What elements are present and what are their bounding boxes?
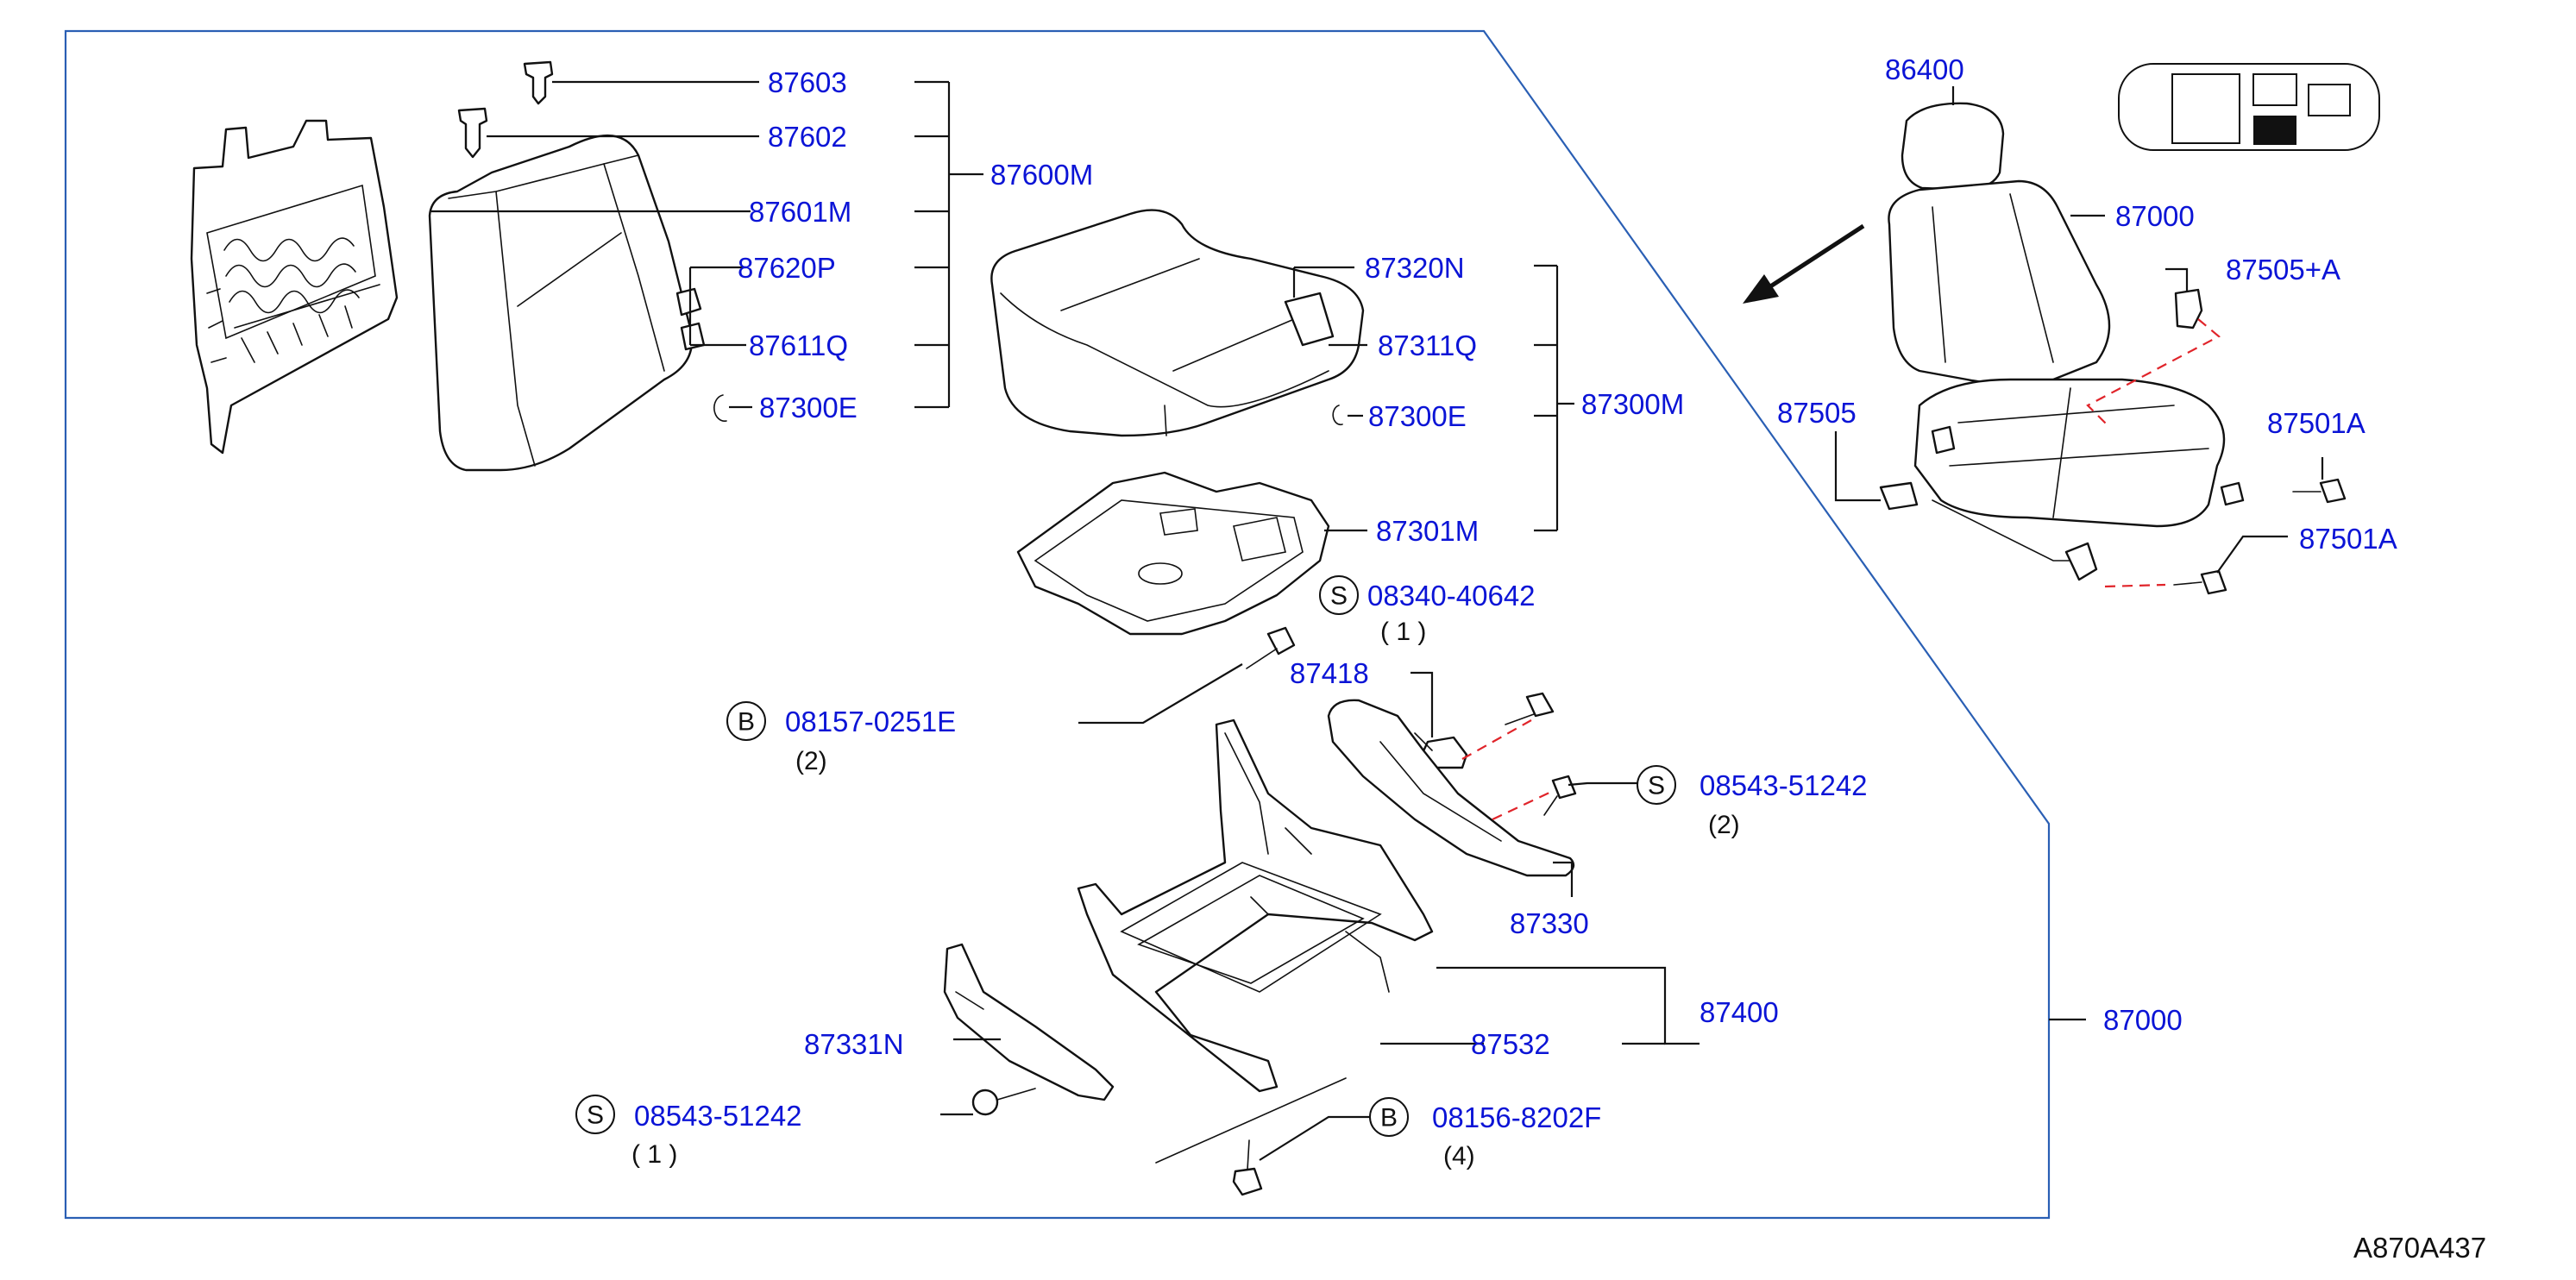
bolt-87501A-b-illustration xyxy=(2173,569,2227,595)
qty-08543-51242-b: ( 1 ) xyxy=(631,1140,677,1169)
cushion-frame-pan-illustration xyxy=(1016,471,1330,636)
label-87330[interactable]: 87330 xyxy=(1510,907,1589,939)
bolt-08156-illustration xyxy=(1232,1139,1263,1196)
symbol-s-08543-b: S xyxy=(575,1095,615,1134)
cover-87505A-illustration xyxy=(2174,288,2203,329)
label-87601M[interactable]: 87601M xyxy=(749,196,851,228)
svg-text:S: S xyxy=(1330,582,1348,611)
seat-back-frame-illustration xyxy=(190,119,399,455)
label-87301M[interactable]: 87301M xyxy=(1376,515,1479,547)
cover-87505-illustration xyxy=(1879,481,1919,511)
label-08157-0251E[interactable]: 08157-0251E xyxy=(785,706,956,737)
qty-08157-0251E: (2) xyxy=(795,747,827,775)
hog-ring-87300E-a-illustration xyxy=(713,394,727,422)
screw-08543-a-illustration xyxy=(1543,775,1577,816)
qty-08156-8202F: (4) xyxy=(1443,1142,1475,1170)
bolt-87501A-a-illustration xyxy=(2292,478,2347,504)
svg-text:S: S xyxy=(1648,772,1665,800)
label-87320N[interactable]: 87320N xyxy=(1365,252,1465,284)
diagram-id: A870A437 xyxy=(2353,1232,2486,1264)
screw-08543-b-illustration xyxy=(971,1088,1036,1116)
wire-87532-illustration xyxy=(1155,1077,1347,1164)
svg-text:S: S xyxy=(587,1101,604,1130)
leader-lines xyxy=(431,80,2324,1161)
symbol-s-08543-a: S xyxy=(1637,765,1676,805)
label-87300E-b[interactable]: 87300E xyxy=(1368,400,1467,432)
seat-adjuster-87400-illustration xyxy=(1077,718,1434,1093)
label-08156-8202F[interactable]: 08156-8202F xyxy=(1432,1101,1601,1133)
bolt-08157-illustration xyxy=(1246,626,1296,669)
symbol-b-08157: B xyxy=(726,701,766,741)
vehicle-location-diagram xyxy=(2118,63,2380,151)
label-87331N[interactable]: 87331N xyxy=(804,1028,904,1060)
qty-08340-40642: ( 1 ) xyxy=(1380,618,1426,646)
clip-87602-illustration xyxy=(457,107,488,159)
label-87501A-a[interactable]: 87501A xyxy=(2267,407,2366,439)
label-87620P[interactable]: 87620P xyxy=(738,252,836,284)
complete-seat-illustration xyxy=(1888,102,2245,581)
clip-87603-illustration xyxy=(523,60,554,105)
assembly-frame xyxy=(64,29,2051,1220)
inner-finisher-87331N-illustration xyxy=(943,943,1115,1101)
label-87532[interactable]: 87532 xyxy=(1471,1028,1550,1060)
symbol-s-08340: S xyxy=(1319,575,1359,615)
label-87311Q[interactable]: 87311Q xyxy=(1378,329,1477,361)
label-86400[interactable]: 86400 xyxy=(1885,53,1964,85)
outer-finisher-87330-illustration xyxy=(1327,699,1575,877)
hog-ring-87300E-b-illustration xyxy=(1332,405,1343,426)
label-87300M[interactable]: 87300M xyxy=(1581,388,1684,420)
label-87600M[interactable]: 87600M xyxy=(990,159,1093,191)
svg-text:B: B xyxy=(1380,1104,1398,1133)
label-87505A[interactable]: 87505+A xyxy=(2226,254,2340,285)
qty-08543-51242-a: (2) xyxy=(1708,811,1740,839)
label-87000-assembly[interactable]: 87000 xyxy=(2103,1004,2183,1036)
label-08543-51242-b[interactable]: 08543-51242 xyxy=(634,1100,802,1132)
label-87501A-b[interactable]: 87501A xyxy=(2299,523,2397,555)
dashed-guides xyxy=(1461,318,2221,820)
label-87602[interactable]: 87602 xyxy=(768,121,847,153)
direction-arrow xyxy=(1743,223,1865,304)
screw-08340-illustration xyxy=(1505,692,1555,725)
label-08543-51242-a[interactable]: 08543-51242 xyxy=(1700,769,1868,801)
svg-text:B: B xyxy=(738,708,755,737)
label-87505[interactable]: 87505 xyxy=(1777,397,1857,429)
seat-cushion-illustration xyxy=(990,209,1365,437)
label-87300E-a[interactable]: 87300E xyxy=(759,392,858,424)
symbol-b-08156: B xyxy=(1369,1097,1409,1137)
label-87603[interactable]: 87603 xyxy=(768,66,847,98)
label-87000-seat[interactable]: 87000 xyxy=(2115,200,2195,232)
label-87418[interactable]: 87418 xyxy=(1290,657,1369,689)
label-08340-40642[interactable]: 08340-40642 xyxy=(1367,580,1536,612)
seat-back-pad-illustration xyxy=(428,134,706,472)
label-87611Q[interactable]: 87611Q xyxy=(749,329,848,361)
label-87400[interactable]: 87400 xyxy=(1700,996,1779,1028)
